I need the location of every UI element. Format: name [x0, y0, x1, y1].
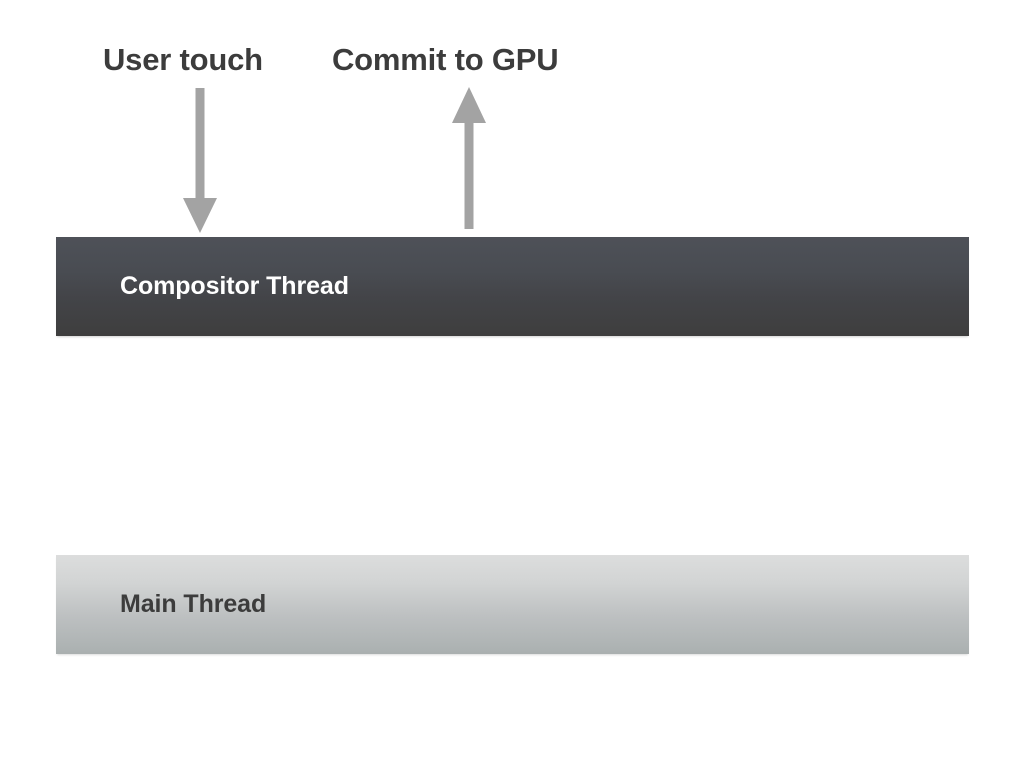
arrow-down-icon-user-touch [181, 88, 219, 234]
lane-compositor-thread: Compositor Thread [56, 237, 969, 336]
annotation-label-user-touch: User touch [103, 42, 263, 77]
annotation-label-commit-to-gpu: Commit to GPU [332, 42, 559, 77]
lane-label-main-thread: Main Thread [120, 590, 267, 618]
arrow-up-icon-commit-to-gpu [450, 86, 488, 230]
lane-main-thread: Main Thread [56, 555, 969, 654]
lane-label-compositor-thread: Compositor Thread [120, 272, 349, 300]
